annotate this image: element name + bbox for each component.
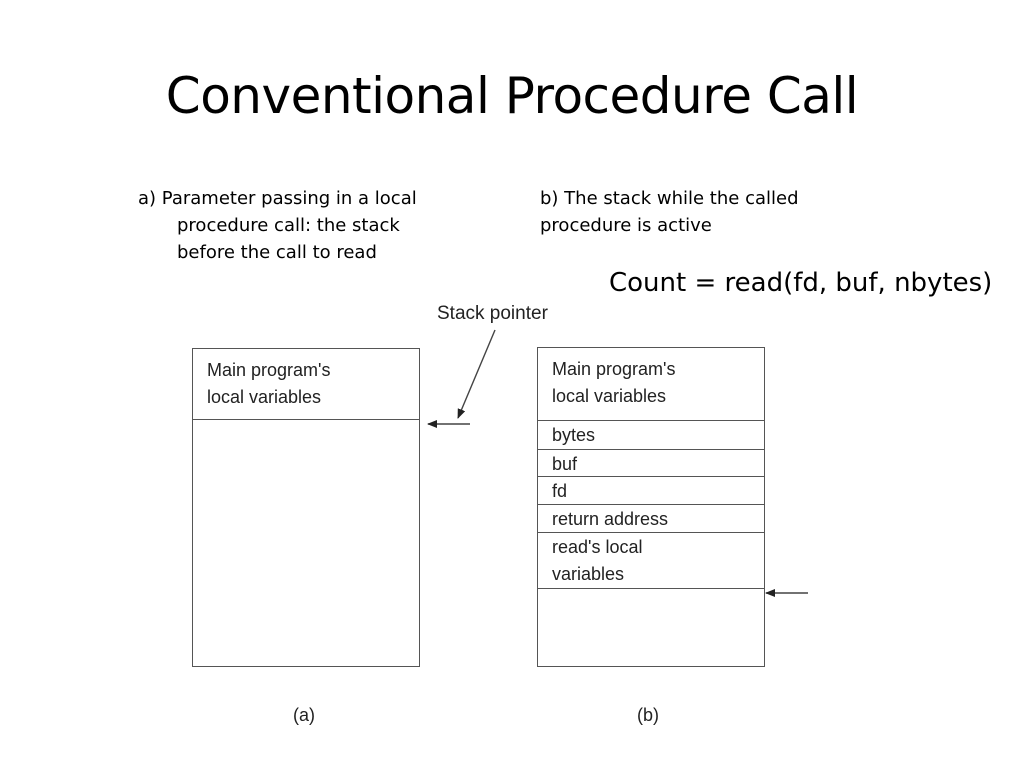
- call-expression: Count = read(fd, buf, nbytes): [609, 268, 993, 298]
- caption-b: b) The stack while the called procedure …: [540, 185, 840, 239]
- caption-b-line1: b) The stack while the called: [540, 188, 799, 209]
- stack-pointer-label: Stack pointer: [437, 303, 548, 324]
- stack-b-cell-fd: fd: [538, 477, 764, 505]
- caption-a: a) Parameter passing in a local procedur…: [138, 185, 438, 266]
- stack-b-cell-main-locals: Main program's local variables: [538, 348, 764, 421]
- stack-pointer-leader-line: [457, 329, 496, 419]
- stack-b-cell-read-locals-line1: read's local: [552, 537, 643, 557]
- stack-b-cell-buf-text: buf: [552, 454, 578, 474]
- stack-a-cell-main-locals: Main program's local variables: [193, 349, 419, 420]
- stack-b-cell-fd-text: fd: [552, 481, 568, 501]
- stack-b-cell-buf: buf: [538, 450, 764, 477]
- stack-b-cell-bytes: bytes: [538, 421, 764, 450]
- stack-b-cell-read-locals: read's local variables: [538, 533, 764, 589]
- caption-b-line2: procedure is active: [540, 215, 712, 236]
- stack-b-label: (b): [637, 705, 659, 725]
- stack-b: Main program's local variables bytes buf…: [537, 347, 765, 667]
- slide-title: Conventional Procedure Call: [165, 67, 859, 125]
- stack-b-cell-return-address: return address: [538, 505, 764, 533]
- stack-a-label: (a): [293, 705, 315, 725]
- caption-a-line1: a) Parameter passing in a local: [138, 188, 417, 209]
- stack-b-cell-return-address-text: return address: [552, 509, 669, 529]
- stack-a-cell-main-locals-line1: Main program's: [207, 360, 331, 380]
- stack-b-cell-read-locals-line2: variables: [552, 564, 625, 584]
- stack-b-cell-main-locals-line2: local variables: [552, 386, 667, 406]
- stack-a-cell-main-locals-line2: local variables: [207, 387, 322, 407]
- stack-b-cell-main-locals-line1: Main program's: [552, 359, 676, 379]
- stack-b-cell-bytes-text: bytes: [552, 425, 596, 445]
- caption-a-line2: procedure call: the stack: [177, 215, 400, 236]
- stack-a: Main program's local variables: [192, 348, 420, 667]
- caption-a-line3: before the call to read: [177, 242, 377, 263]
